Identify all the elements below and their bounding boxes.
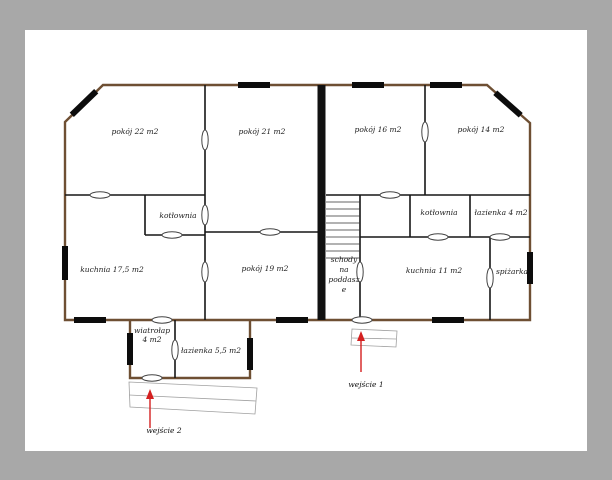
door-marker bbox=[379, 191, 401, 199]
windows bbox=[62, 82, 533, 370]
outer-wall-main bbox=[63, 83, 532, 322]
doors bbox=[89, 121, 511, 382]
room-label-stairs-1: schody bbox=[331, 255, 358, 264]
entrance-label-1: wejście 1 bbox=[348, 380, 383, 389]
door-marker bbox=[421, 121, 429, 143]
window-marker bbox=[352, 82, 384, 88]
porch-entrance-2 bbox=[128, 381, 258, 415]
room-label-pokoj22: pokój 22 m2 bbox=[112, 127, 159, 136]
window-marker bbox=[127, 333, 133, 365]
room-label-lazienka-right: łazienka 4 m2 bbox=[475, 208, 528, 217]
room-label-wiatrolap-1: wiatrołap bbox=[134, 326, 170, 335]
room-label-lazienka-left: łazienka 5,5 m2 bbox=[181, 346, 241, 355]
window-marker bbox=[527, 252, 533, 284]
door-marker bbox=[351, 316, 373, 324]
room-label-kuchnia-right: kuchnia 11 m2 bbox=[406, 266, 463, 275]
window-marker bbox=[432, 317, 464, 323]
door-marker bbox=[201, 204, 209, 226]
porch-entrance-1 bbox=[350, 328, 398, 348]
door-marker bbox=[151, 316, 173, 324]
door-marker bbox=[489, 233, 511, 241]
room-label-kotlownia-right: kotłownia bbox=[420, 208, 457, 217]
door-marker bbox=[356, 261, 364, 283]
room-label-pokoj16: pokój 16 m2 bbox=[355, 125, 402, 134]
window-marker bbox=[74, 317, 106, 323]
entrance-arrow-1-head bbox=[357, 331, 365, 341]
door-marker bbox=[161, 231, 183, 239]
room-label-kotlownia-left: kotłownia bbox=[159, 211, 196, 220]
door-marker bbox=[89, 191, 111, 199]
window-marker bbox=[276, 317, 308, 323]
entrance-label-2: wejście 2 bbox=[146, 426, 181, 435]
window-marker bbox=[62, 246, 68, 280]
window-marker bbox=[238, 82, 270, 88]
stairs bbox=[326, 201, 360, 259]
party-wall bbox=[317, 85, 326, 320]
window-marker bbox=[247, 338, 253, 370]
entrance-arrows bbox=[146, 331, 365, 428]
window-marker bbox=[493, 90, 523, 118]
paper bbox=[25, 30, 587, 451]
room-label-wiatrolap-2: 4 m2 bbox=[141, 335, 161, 344]
room-label-pokoj14: pokój 14 m2 bbox=[458, 125, 505, 134]
room-label-stairs-4: e bbox=[342, 285, 347, 294]
door-marker bbox=[141, 374, 163, 382]
room-label-pokoj19: pokój 19 m2 bbox=[242, 264, 289, 273]
entrance-arrow-2-head bbox=[146, 389, 154, 399]
door-marker bbox=[201, 129, 209, 151]
room-label-kuchnia-left: kuchnia 17,5 m2 bbox=[80, 265, 144, 274]
room-label-stairs-2: na bbox=[339, 265, 348, 274]
door-marker bbox=[259, 228, 281, 236]
window-marker bbox=[69, 89, 99, 117]
door-marker bbox=[486, 267, 494, 289]
room-label-pokoj21: pokój 21 m2 bbox=[239, 127, 286, 136]
entrance-labels: wejście 1 wejście 2 bbox=[146, 380, 383, 435]
window-marker bbox=[430, 82, 462, 88]
door-marker bbox=[201, 261, 209, 283]
room-label-spizarka: spiżarka bbox=[496, 267, 528, 276]
door-marker bbox=[427, 233, 449, 241]
door-marker bbox=[171, 339, 179, 361]
room-label-stairs-3: poddasz bbox=[328, 275, 359, 284]
room-labels: pokój 22 m2 pokój 21 m2 pokój 16 m2 pokó… bbox=[80, 125, 528, 355]
